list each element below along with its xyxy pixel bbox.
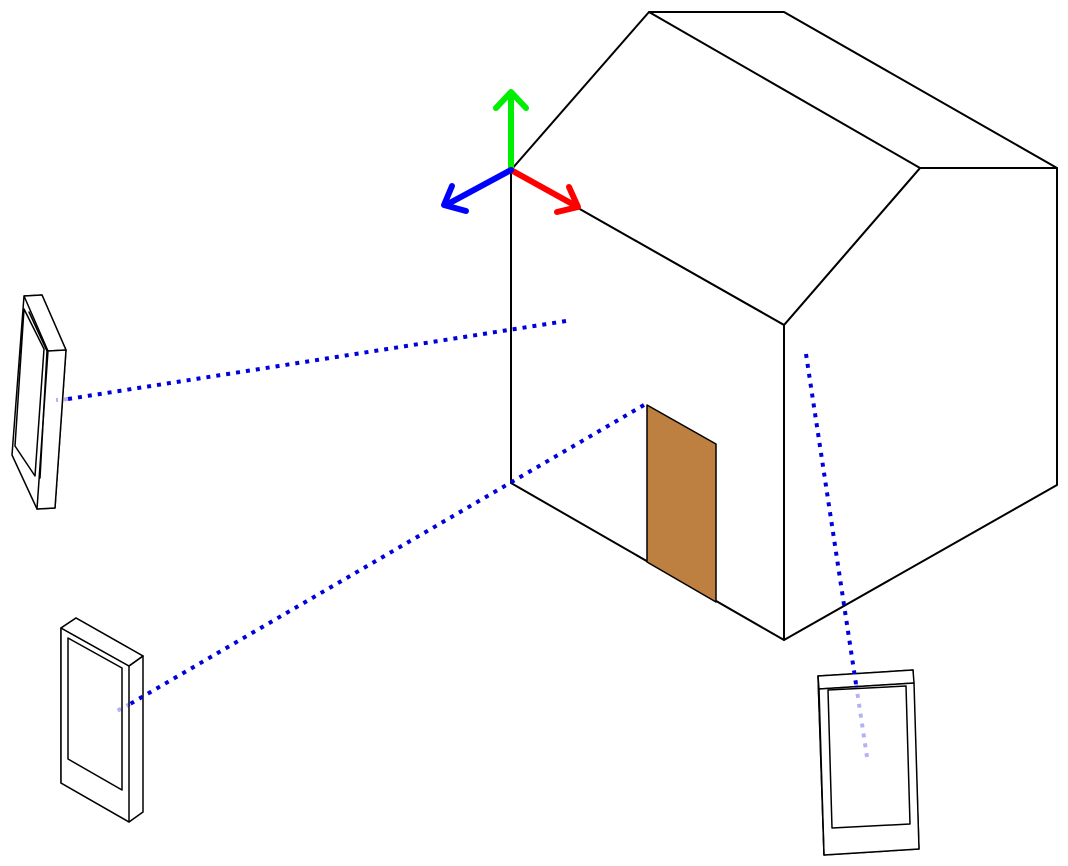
smartphone-icon [11, 294, 67, 510]
x-axis-arrow [508, 167, 581, 215]
smartphone-icon [60, 617, 144, 823]
coordinate-axes [441, 89, 581, 215]
smartphone-icon [817, 669, 920, 856]
roof-ridge [648, 11, 921, 169]
house-door [646, 404, 717, 603]
z-axis-arrow [441, 167, 514, 214]
y-axis-arrow [493, 89, 529, 173]
camera-rays [55, 319, 869, 758]
ray-phone-1 [67, 319, 567, 401]
house [510, 11, 1058, 641]
